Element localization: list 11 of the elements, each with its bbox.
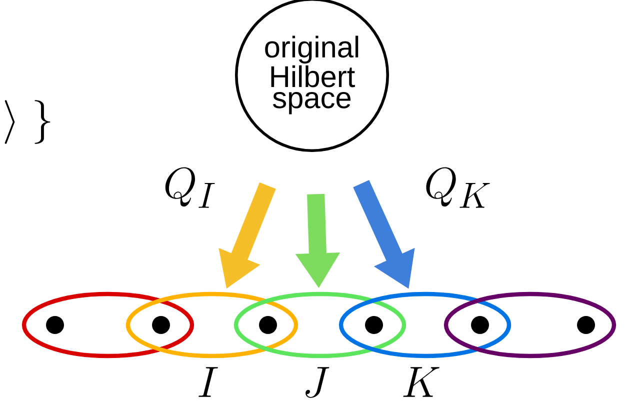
subsystem-ellipse [338, 292, 512, 358]
subsystem-label: $K$ [403, 367, 440, 397]
edge-label: $Q_K$ [426, 167, 490, 208]
subsystem-ellipse [234, 292, 406, 358]
subsystem-label: $J$ [306, 367, 330, 398]
edge-label: $Q_I$ [165, 167, 215, 208]
subsystem-ellipse [22, 292, 194, 358]
subsystem-ellipse [444, 292, 616, 358]
subsystem-ellipse [126, 292, 298, 358]
subsystem-label: $I$ [198, 367, 218, 397]
formula-fragment: $\rangle\;\}$ [4, 100, 50, 144]
